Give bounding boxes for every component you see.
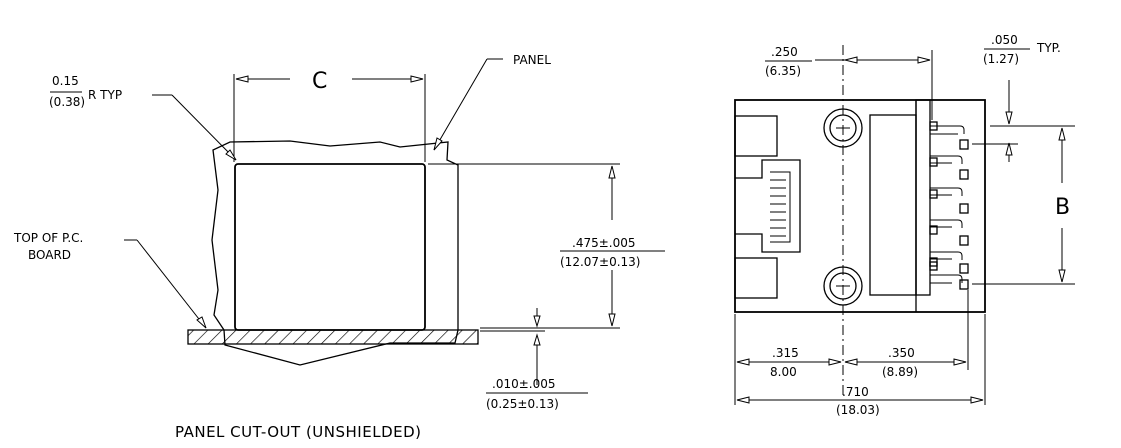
panel-cutout-view: C PANEL 0.15 (0.38) R TYP TOP OF P.C. BO… — [13, 53, 665, 441]
d250-value-mm: (6.35) — [765, 64, 801, 78]
d710-value-in: .710 — [842, 385, 869, 399]
port-contacts — [770, 171, 791, 243]
connector-body — [734, 99, 986, 313]
dimension-c — [233, 74, 426, 162]
radius-suffix: R TYP — [88, 88, 122, 102]
d050-value-in: .050 — [991, 33, 1018, 47]
pc-board-section — [187, 329, 479, 345]
dimension-height — [428, 163, 620, 329]
d350-value-mm: (8.89) — [882, 365, 918, 379]
panel-leader — [433, 58, 503, 151]
dimension-b — [972, 127, 1075, 285]
dimension-050 — [972, 80, 1075, 162]
left-latch-bottom — [734, 257, 778, 299]
d250-value-in: .250 — [771, 45, 798, 59]
d315-value-in: .315 — [772, 346, 799, 360]
d350-value-in: .350 — [888, 346, 915, 360]
panel-label: PANEL — [513, 53, 551, 67]
gap-value-mm: (0.25±0.13) — [486, 397, 559, 411]
d050-value-mm: (1.27) — [983, 52, 1019, 66]
dimension-350 — [844, 358, 967, 366]
dimension-250 — [815, 50, 933, 120]
cutout-opening — [234, 163, 426, 331]
pcb-label-line1: TOP OF P.C. — [13, 231, 83, 245]
contact-leads — [929, 121, 969, 290]
left-latch-top — [734, 115, 778, 157]
radius-leader — [152, 94, 237, 161]
dimension-710 — [736, 396, 984, 404]
connector-port — [735, 159, 801, 253]
connector-view: .250 (6.35) .050 (1.27) TYP. B — [734, 33, 1075, 417]
dimension-b-label: B — [1055, 195, 1070, 220]
pcb-leader — [124, 239, 207, 329]
d315-value-mm: 8.00 — [770, 365, 797, 379]
height-value-mm: (12.07±0.13) — [560, 255, 641, 269]
d050-typ: TYP. — [1036, 41, 1061, 55]
contact-carrier — [915, 99, 931, 296]
radius-value-mm: (0.38) — [49, 95, 85, 109]
bottom-extension-lines — [734, 290, 986, 405]
dimension-c-label: C — [312, 69, 327, 94]
pcb-label-line2: BOARD — [28, 248, 71, 262]
radius-value-in: 0.15 — [52, 74, 79, 88]
dimension-gap — [480, 308, 545, 385]
panel-cutout-caption: PANEL CUT-OUT (UNSHIELDED) — [175, 423, 422, 441]
height-value-in: .475±.005 — [572, 236, 636, 250]
gap-value-in: .010±.005 — [492, 377, 556, 391]
d710-value-mm: (18.03) — [836, 403, 880, 417]
inner-housing — [869, 114, 917, 296]
